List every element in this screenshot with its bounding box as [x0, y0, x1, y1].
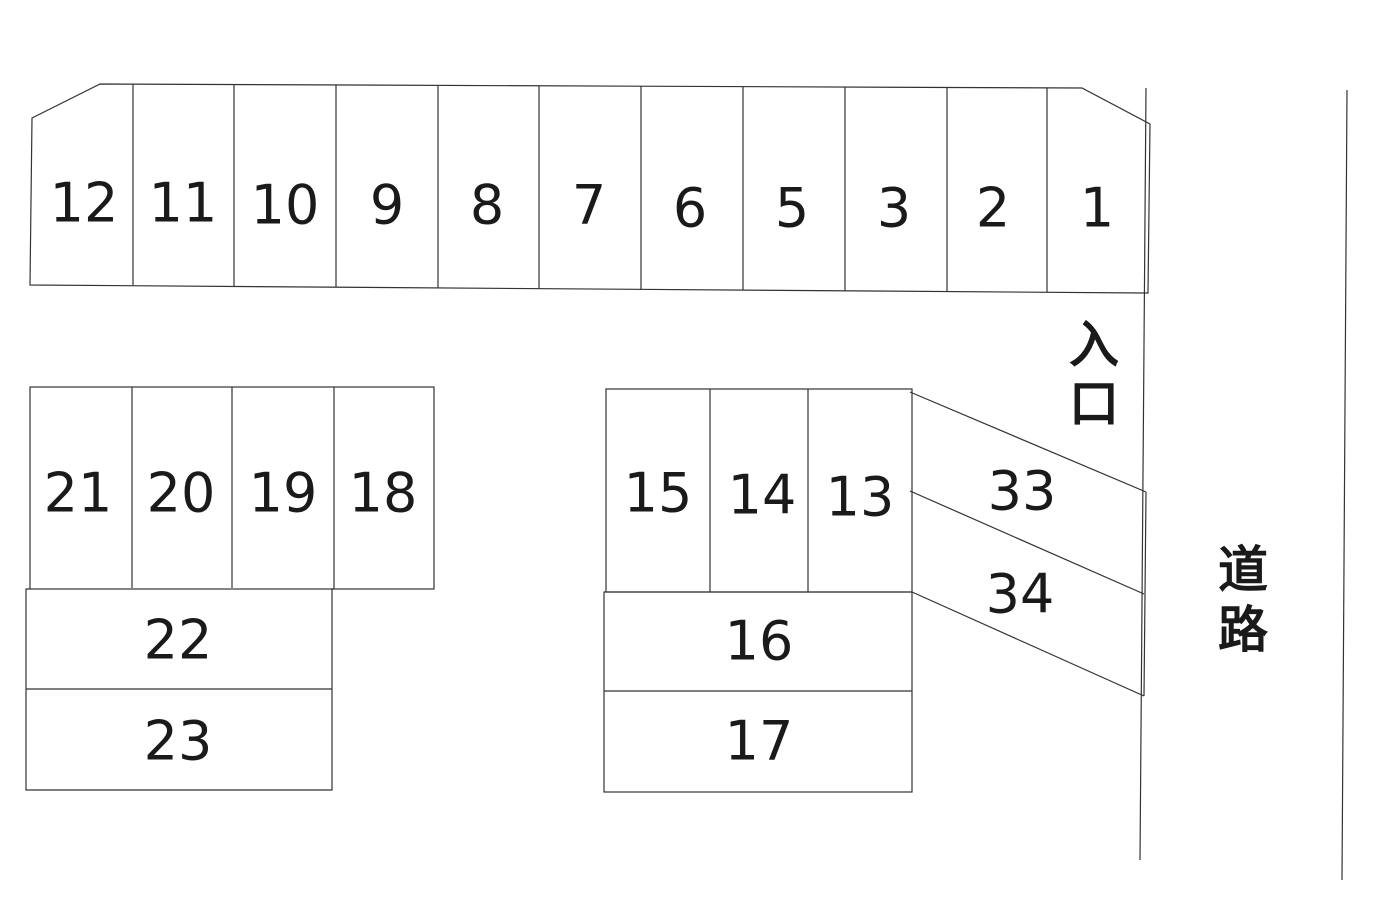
- parking-slot-3: 3: [877, 177, 911, 240]
- parking-slot-22: 22: [144, 609, 213, 672]
- parking-slot-34: 34: [986, 563, 1055, 626]
- parking-slot-2: 2: [976, 177, 1010, 240]
- parking-slot-1: 1: [1080, 177, 1114, 240]
- parking-slot-13: 13: [826, 466, 895, 529]
- parking-slot-16: 16: [725, 610, 794, 673]
- parking-slot-17: 17: [725, 710, 794, 773]
- parking-slot-19: 19: [249, 462, 318, 525]
- parking-slot-10: 10: [251, 174, 320, 237]
- road-edge-outer: [1341, 89, 1348, 881]
- top-row-dividers: [132, 84, 1048, 292]
- parking-slot-21: 21: [44, 462, 113, 525]
- parking-slot-7: 7: [572, 174, 606, 237]
- parking-slot-14: 14: [728, 464, 797, 527]
- road-label-2: 路: [1218, 601, 1269, 659]
- diagonal-block-outline: [909, 391, 1147, 697]
- parking-slot-15: 15: [624, 462, 693, 525]
- parking-slot-12: 12: [50, 172, 119, 235]
- parking-slot-18: 18: [349, 462, 418, 525]
- parking-slot-9: 9: [370, 174, 404, 237]
- parking-slot-6: 6: [673, 177, 707, 240]
- entrance-label-2: 口: [1069, 375, 1119, 433]
- parking-slot-23: 23: [144, 710, 213, 773]
- road-label-1: 道: [1218, 541, 1268, 599]
- left-block-outline: [25, 386, 435, 791]
- right-block-outline: [603, 388, 913, 793]
- parking-slot-33: 33: [988, 460, 1057, 523]
- road-edge-inner: [1139, 87, 1147, 861]
- parking-slot-11: 11: [149, 172, 218, 235]
- top-row-outline: [29, 83, 1151, 294]
- parking-slot-5: 5: [775, 177, 809, 240]
- parking-slot-8: 8: [470, 174, 504, 237]
- entrance-label-1: 入: [1069, 316, 1119, 374]
- parking-slot-20: 20: [147, 462, 216, 525]
